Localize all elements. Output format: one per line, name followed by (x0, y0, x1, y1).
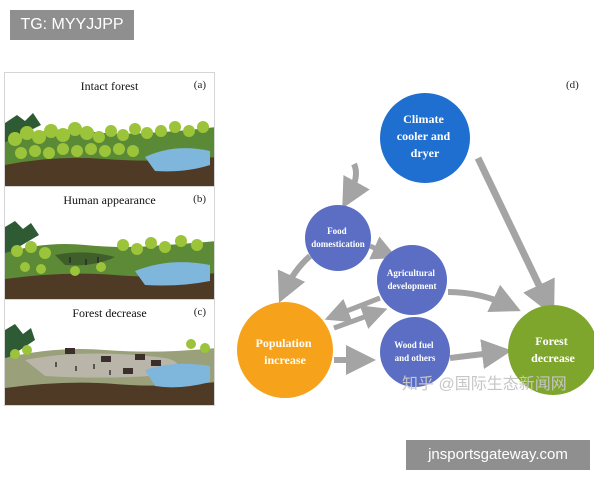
figure: Intact forest (a) Human appearance (b) (4, 66, 596, 410)
panel-letter: (a) (193, 79, 206, 91)
arrow-food-population (277, 253, 313, 303)
arrow-climate-food (342, 162, 370, 209)
human-appearance-illustration (5, 221, 214, 302)
flow-arrows (277, 156, 555, 375)
arrow-food-agri (368, 236, 398, 260)
svg-text:Agricultural developme: Agricultural development (387, 268, 437, 291)
svg-text:Wood fuel and others: Wood fuel and others (394, 340, 436, 363)
intact-forest-illustration (5, 113, 214, 189)
panel-human-appearance: Human appearance (b) (4, 186, 215, 303)
node-forest-decrease: Forest decrease (508, 305, 594, 395)
svg-text:Food domestication: Food domestication (311, 226, 365, 249)
forest-decrease-illustration (5, 324, 214, 405)
arrow-agri-forest (447, 284, 521, 312)
node-climate: Climate cooler and dryer (380, 93, 470, 183)
node-wood-fuel: Wood fuel and others (380, 317, 450, 387)
panel-title: Forest decrease (72, 306, 147, 320)
arrow-population-agri (333, 305, 388, 331)
node-food-domestication: Food domestication (305, 205, 371, 271)
panel-intact-forest: Intact forest (a) (4, 72, 215, 190)
svg-text:Population increase: Population increase (255, 336, 314, 367)
panel-d-diagram: (d) Climate cooler and dryer Food d (237, 79, 594, 398)
panel-title: Intact forest (80, 79, 139, 93)
svg-text:Forest decrease: Forest decrease (531, 334, 575, 365)
tag-badge: TG: MYYJJPP (10, 10, 134, 40)
arrow-climate-forest (474, 156, 555, 317)
node-population-increase: Population increase (237, 302, 333, 398)
panel-letter: (c) (193, 306, 206, 318)
panel-letter: (d) (566, 79, 579, 91)
node-agricultural-development: Agricultural development (377, 245, 447, 315)
arrow-wood-forest (449, 339, 512, 370)
panel-title: Human appearance (63, 193, 156, 207)
panel-forest-decrease: Forest decrease (c) (4, 299, 215, 406)
watermark-text: 知乎 @国际生态新闻网 (402, 376, 567, 393)
svg-text:Climate cooler and: Climate cooler and dryer (397, 112, 453, 160)
arrow-agri-population (324, 295, 381, 323)
panel-letter: (b) (193, 193, 206, 205)
site-badge: jnsportsgateway.com (406, 440, 590, 470)
